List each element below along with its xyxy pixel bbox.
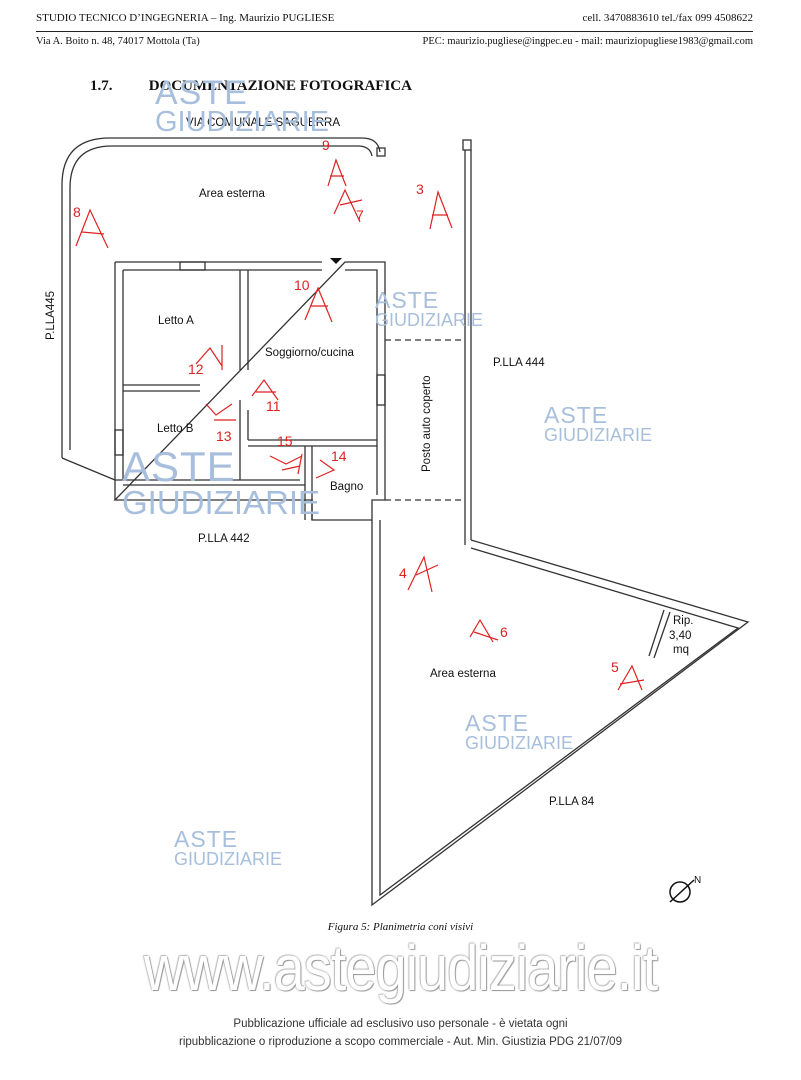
viewpoint-8: 8	[73, 204, 81, 220]
label-plla442: P.LLA 442	[198, 533, 250, 545]
label-letto-a: Letto A	[158, 315, 194, 327]
viewpoint-15: 15	[277, 433, 293, 449]
watermark-6: ASTE GIUDIZIARIE	[174, 826, 283, 869]
studio-name: STUDIO TECNICO D’INGEGNERIA – Ing. Mauri…	[36, 12, 335, 24]
label-rip-2: 3,40	[669, 630, 691, 642]
label-area-bottom: Area esterna	[430, 668, 496, 680]
viewpoint-3: 3	[416, 181, 424, 197]
section-number: 1.7.	[90, 78, 113, 94]
label-plla445: P.LLA445	[45, 291, 57, 340]
watermark-5: ASTE GIUDIZIARIE	[465, 710, 574, 753]
viewpoint-4: 4	[399, 565, 407, 581]
studio-phone: cell. 3470883610 tel./fax 099 4508622	[582, 12, 753, 24]
viewpoint-14: 14	[331, 448, 347, 464]
studio-email: PEC: maurizio.pugliese@ingpec.eu - mail:…	[422, 36, 753, 47]
label-soggiorno: Soggiorno/cucina	[265, 347, 354, 359]
label-area-top: Area esterna	[199, 188, 265, 200]
footer-line2: ripubblicazione o riproduzione a scopo c…	[179, 1036, 622, 1048]
section-title: DOCUMENTAZIONE FOTOGRAFICA	[148, 78, 412, 94]
watermark-3: ASTE GIUDIZIARIE	[544, 402, 653, 445]
label-bagno: Bagno	[330, 481, 363, 493]
label-posto-auto: Posto auto coperto	[421, 375, 433, 472]
section-heading: 1.7. DOCUMENTAZIONE FOTOGRAFICA	[90, 78, 412, 95]
viewpoint-5: 5	[611, 659, 619, 675]
lot-boundary-left	[61, 137, 381, 458]
label-rip-3: mq	[673, 644, 689, 656]
label-plla444: P.LLA 444	[493, 357, 545, 369]
label-plla84: P.LLA 84	[549, 796, 595, 808]
viewpoint-13: 13	[216, 428, 232, 444]
label-letto-b: Letto B	[157, 423, 194, 435]
viewpoint-9: 9	[322, 137, 330, 153]
footer-line1: Pubblicazione ufficiale ad esclusivo uso…	[233, 1018, 568, 1030]
viewpoint-7: 7	[356, 207, 364, 223]
page-header-line2: Via A. Boito n. 48, 74017 Mottola (Ta) P…	[36, 36, 753, 47]
page-header-line1: STUDIO TECNICO D’INGEGNERIA – Ing. Mauri…	[36, 12, 753, 24]
watermark-2: ASTE GIUDIZIARIE	[375, 287, 484, 330]
north-arrow-icon	[669, 879, 695, 903]
figure-caption: Figura 5: Planimetria coni visivi	[327, 921, 474, 933]
viewpoint-12: 12	[188, 361, 204, 377]
watermark-1: ASTE GIUDIZIARIE	[155, 74, 330, 139]
site-watermark: www.astegiudiziarie.it	[143, 931, 658, 1004]
header-rule	[36, 31, 753, 32]
viewpoint-10: 10	[294, 277, 310, 293]
studio-address: Via A. Boito n. 48, 74017 Mottola (Ta)	[36, 36, 200, 47]
north-label: N	[694, 875, 701, 886]
label-rip-1: Rip.	[673, 615, 693, 627]
lot-boundary-triangle	[371, 520, 750, 907]
viewpoint-11: 11	[266, 398, 281, 414]
label-road: VIA COMUNALE SAGUERRA	[186, 117, 340, 129]
viewpoint-6: 6	[500, 624, 508, 640]
watermark-4: ASTE GIUDIZIARIE	[122, 443, 321, 521]
